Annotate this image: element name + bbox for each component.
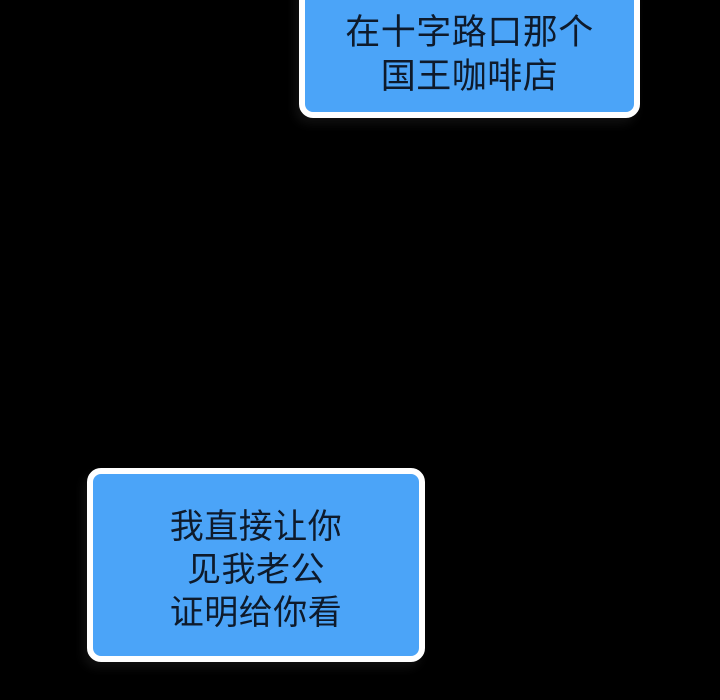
speech-bubble-top-line-2: 国王咖啡店: [380, 57, 559, 96]
speech-bubble-top-line-1: 在十字路口那个: [345, 13, 594, 52]
speech-bubble-bottom-line-3: 证明给你看: [169, 593, 343, 632]
speech-bubble-bottom-line-1: 我直接让你: [169, 507, 343, 546]
speech-bubble-bottom-line-2: 见我老公: [187, 550, 325, 589]
speech-bubble-bottom: 我直接让你 见我老公 证明给你看: [87, 468, 425, 662]
speech-bubble-top: 在十字路口那个 国王咖啡店: [299, 0, 640, 118]
